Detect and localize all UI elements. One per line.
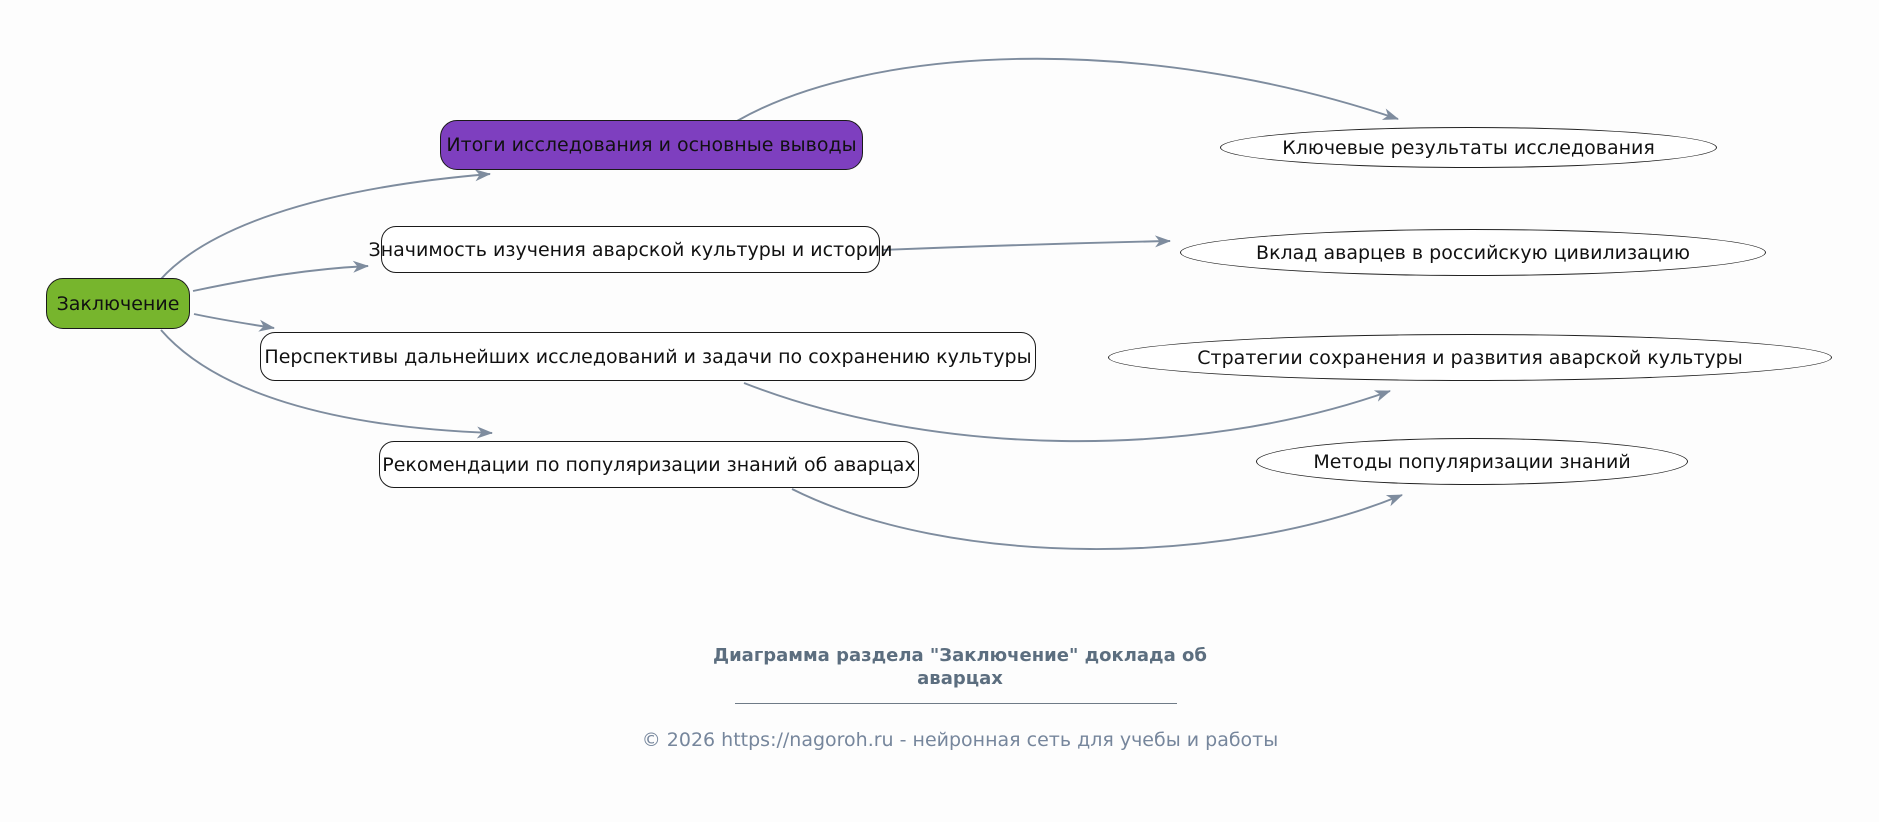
- diagram-caption: Диаграмма раздела "Заключение" доклада о…: [680, 644, 1240, 690]
- edge-branch1-to-leaf1: [736, 57, 1399, 122]
- node-branch-research-results: Итоги исследования и основные выводы: [440, 120, 863, 170]
- edge-branch2-to-leaf2: [881, 235, 1171, 251]
- edge-root-to-branch1: [159, 169, 491, 281]
- caption-line-2: аварцах: [917, 668, 1003, 690]
- edge-branch3-to-leaf3: [743, 382, 1391, 443]
- node-leaf-contribution: Вклад аварцев в российскую цивилизацию: [1180, 229, 1766, 276]
- edge-root-to-branch3: [193, 313, 275, 332]
- node-leaf-key-results: Ключевые результаты исследования: [1220, 127, 1717, 168]
- edge-branch4-to-leaf4: [791, 488, 1403, 550]
- node-conclusion-root: Заключение: [46, 278, 190, 329]
- node-branch-significance: Значимость изучения аварской культуры и …: [369, 226, 892, 273]
- edge-root-to-branch4: [160, 329, 493, 439]
- caption-line-1: Диаграмма раздела "Заключение" доклада о…: [713, 645, 1207, 666]
- node-leaf-strategies: Стратегии сохранения и развития аварской…: [1108, 334, 1832, 381]
- copyright-text: © 2026 https://nagoroh.ru - нейронная се…: [641, 729, 1279, 751]
- node-branch-perspectives: Перспективы дальнейших исследований и за…: [260, 332, 1036, 381]
- node-branch-recommendations: Рекомендации по популяризации знаний об …: [379, 441, 919, 488]
- caption-separator: [735, 703, 1177, 704]
- edge-root-to-branch2: [192, 260, 369, 292]
- node-leaf-popularization-methods: Методы популяризации знаний: [1256, 438, 1688, 485]
